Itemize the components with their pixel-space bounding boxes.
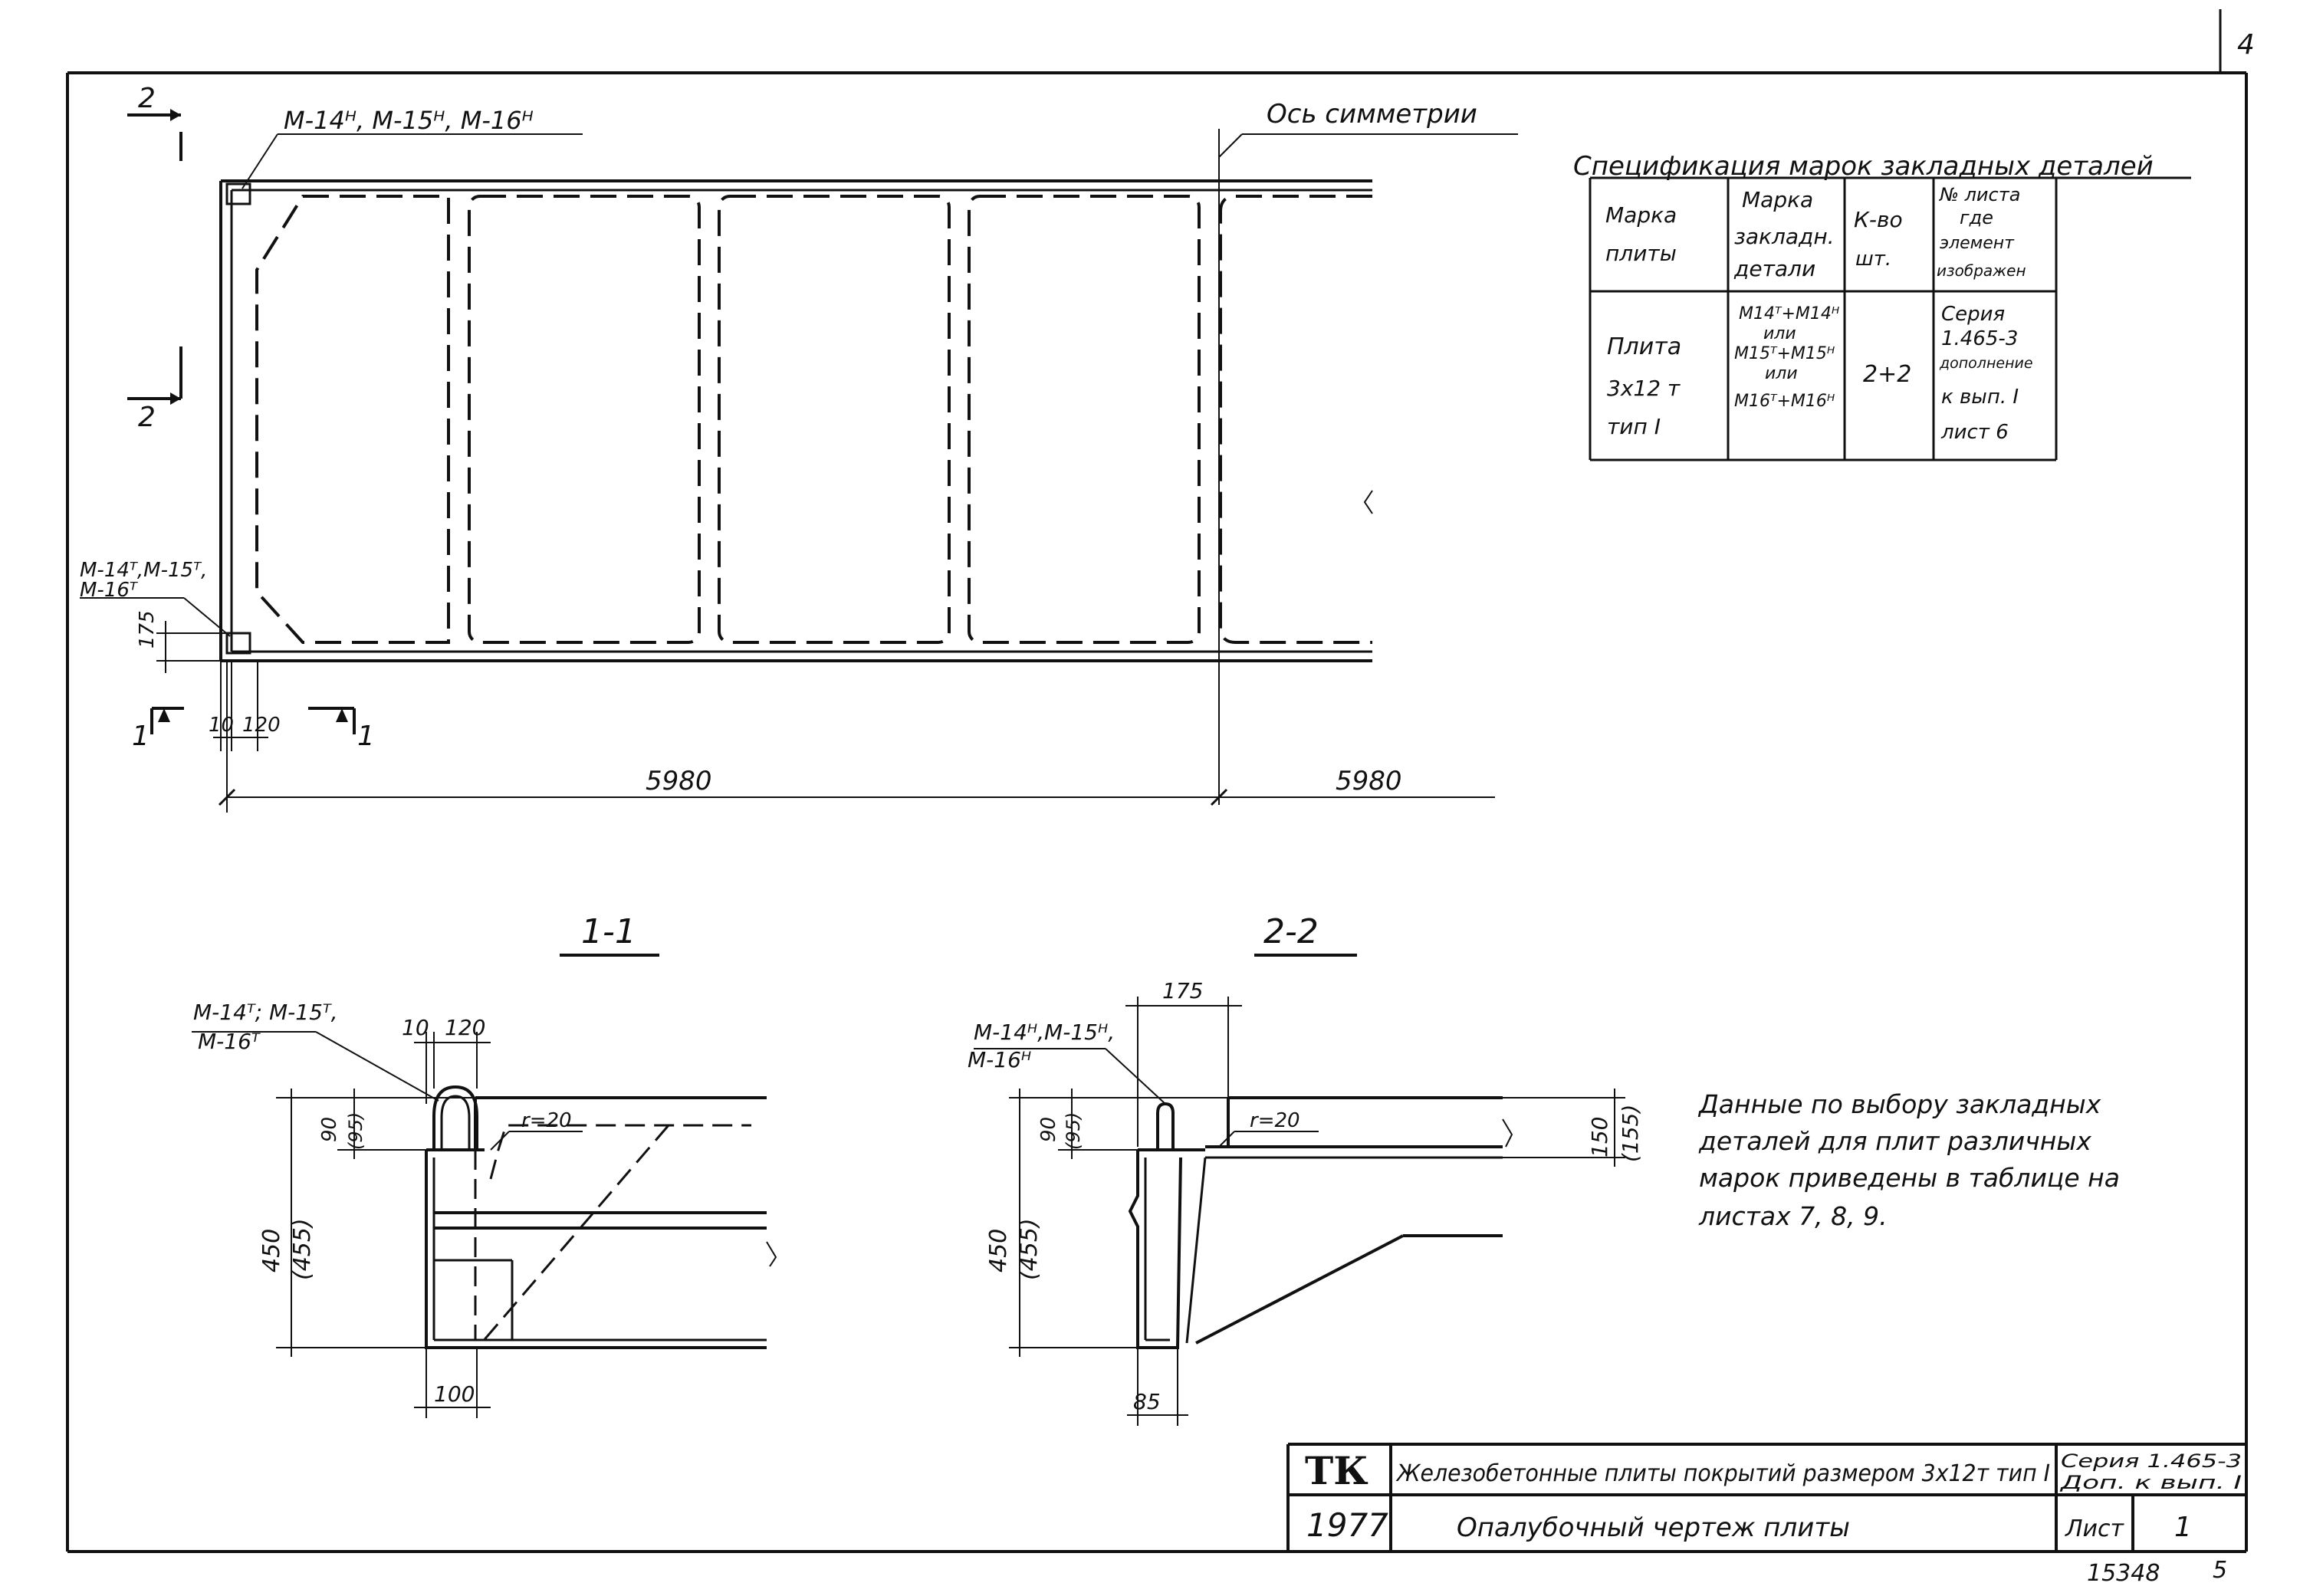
svg-text:М16ᵀ+М16ᴴ: М16ᵀ+М16ᴴ (1734, 392, 1835, 411)
svg-text:изображен: изображен (1937, 261, 2026, 280)
section-1-1-dim-455: (455) (289, 1218, 316, 1280)
svg-text:№ листа: № листа (1938, 184, 2020, 205)
plan-top-parts-label: М-14ᴴ, М-15ᴴ, М-16ᴴ (284, 106, 534, 135)
section-2-2-dim-85: 85 (1133, 1389, 1161, 1414)
section-2-2-drawing (974, 954, 1625, 1426)
svg-text:Серия: Серия (1941, 303, 2005, 326)
section-2-2-dim-95: (95) (1063, 1112, 1084, 1150)
stamp-sheet-label: Лист (2065, 1516, 2125, 1542)
section-2-2-dim-150: 150 (1587, 1117, 1612, 1158)
svg-text:К-во: К-во (1854, 207, 1903, 232)
spec-table-grid (1589, 176, 2191, 461)
svg-text:плиты: плиты (1605, 241, 1677, 266)
svg-text:марок приведены в таблице на: марок приведены в таблице на (1699, 1163, 2120, 1193)
svg-text:М14ᵀ+М14ᴴ: М14ᵀ+М14ᴴ (1739, 304, 1839, 323)
title-block-grid (1286, 1443, 2246, 1552)
plan-left-parts-label-1: М-14ᵀ,М-15ᵀ, (80, 559, 207, 582)
section-1-1-parts-label-2: М-16ᵀ (198, 1029, 261, 1054)
plan-dim-175: 175 (136, 610, 159, 649)
plan-dim-right: 5980 (1336, 766, 1402, 796)
stamp-subtitle: Опалубочный чертеж плиты (1457, 1512, 1850, 1543)
svg-text:закладн.: закладн. (1734, 224, 1835, 249)
spec-row-slab: Плита 3х12 т тип I (1607, 333, 1681, 439)
section-2-2-dim-175: 175 (1162, 978, 1203, 1003)
plan-dim-left: 5980 (646, 766, 712, 796)
page-number: 5 (2213, 1557, 2227, 1584)
svg-text:элемент: элемент (1940, 234, 2015, 253)
stamp-series-2: Доп. к вып. I (2060, 1472, 2242, 1493)
svg-text:к вып. I: к вып. I (1941, 386, 2019, 409)
spec-row-reference: Серия 1.465-3 дополнение к вып. I лист 6 (1939, 303, 2033, 444)
svg-text:Марка: Марка (1605, 202, 1677, 228)
section-1-1-dim-95: (95) (345, 1112, 366, 1150)
section-2-2-dim-450: 450 (985, 1229, 1012, 1273)
section-1-1-dim-120: 120 (445, 1015, 485, 1040)
section-2-2-dim-155: (155) (1618, 1105, 1643, 1162)
spec-header-sheet-no: № листа где элемент изображен (1937, 184, 2026, 280)
section-1-1-dim-100: 100 (434, 1381, 475, 1407)
section-2-2-radius: r=20 (1250, 1109, 1300, 1132)
svg-text:шт.: шт. (1855, 248, 1891, 271)
section-1-mark-left: 1 (132, 721, 150, 752)
stamp-year: 1977 (1306, 1506, 1388, 1544)
svg-text:Плита: Плита (1607, 333, 1681, 360)
sheet-frame (66, 9, 2248, 1553)
section-2-mark-top: 2 (138, 83, 156, 114)
section-1-1-radius: r=20 (521, 1109, 572, 1132)
section-1-1-dim-10: 10 (402, 1015, 429, 1040)
section-2-2-dim-90: 90 (1037, 1117, 1060, 1142)
spec-row-quantity: 2+2 (1863, 361, 1911, 388)
svg-text:где: где (1960, 207, 1993, 228)
stamp-sheet-value: 1 (2174, 1512, 2192, 1543)
note-text: Данные по выбору закладных деталей для п… (1697, 1089, 2120, 1231)
section-1-1-drawing (192, 954, 777, 1418)
svg-text:дополнение: дополнение (1939, 355, 2033, 372)
sheet-number: 4 (2237, 29, 2255, 61)
svg-text:или: или (1763, 324, 1796, 343)
spec-table-title: Спецификация марок закладных деталей (1573, 151, 2154, 182)
section-1-1-dim-450: 450 (258, 1229, 285, 1273)
spec-header-marka-plity: Марка плиты (1605, 202, 1677, 266)
svg-text:деталей для плит различных: деталей для плит различных (1698, 1126, 2091, 1156)
stamp-series-1: Серия 1.465-3 (2061, 1450, 2242, 1472)
plan-left-parts-label-2: М-16ᵀ (80, 579, 139, 602)
section-1-1-dim-90: 90 (318, 1117, 341, 1142)
section-1-1-title: 1-1 (581, 912, 636, 951)
plate-bottom (225, 632, 251, 655)
section-2-2-title: 2-2 (1263, 912, 1319, 951)
svg-text:или: или (1765, 364, 1798, 383)
svg-text:детали: детали (1733, 256, 1815, 281)
stamp-title: Железобетонные плиты покрытий размером 3… (1395, 1460, 2050, 1487)
svg-text:лист 6: лист 6 (1940, 421, 2009, 444)
section-2-2-parts-label-1: М-14ᴴ,М-15ᴴ, (974, 1020, 1115, 1045)
svg-text:тип I: тип I (1607, 414, 1661, 439)
plan-dim-120: 120 (242, 714, 281, 737)
svg-text:Марка: Марка (1742, 187, 1813, 212)
section-1-mark-right: 1 (357, 721, 375, 752)
inventory-number: 15348 (2087, 1560, 2160, 1587)
svg-text:3х12 т: 3х12 т (1607, 376, 1681, 401)
spec-row-parts: М14ᵀ+М14ᴴ или М15ᵀ+М15ᴴ или М16ᵀ+М16ᴴ (1734, 304, 1839, 411)
symmetry-axis-label: Ось симметрии (1267, 99, 1477, 130)
plate-top (225, 182, 251, 205)
section-2-mark-bottom: 2 (138, 402, 156, 433)
section-1-1-parts-label-1: М-14ᵀ; М-15ᵀ, (193, 1000, 338, 1025)
plan-view (80, 109, 1518, 813)
svg-text:листах 7, 8, 9.: листах 7, 8, 9. (1698, 1201, 1888, 1231)
stamp-org: ТК (1305, 1448, 1368, 1493)
section-2-2-dim-455: (455) (1016, 1218, 1043, 1280)
spec-header-quantity: К-во шт. (1854, 207, 1903, 271)
svg-text:1.465-3: 1.465-3 (1941, 327, 2018, 350)
spec-header-marka-detali: Марка закладн. детали (1733, 187, 1835, 281)
svg-text:М15ᵀ+М15ᴴ: М15ᵀ+М15ᴴ (1734, 344, 1835, 363)
section-2-2-parts-label-2: М-16ᴴ (968, 1047, 1031, 1072)
plan-dim-10: 10 (209, 714, 234, 737)
svg-text:Данные по выбору закладных: Данные по выбору закладных (1697, 1089, 2101, 1119)
